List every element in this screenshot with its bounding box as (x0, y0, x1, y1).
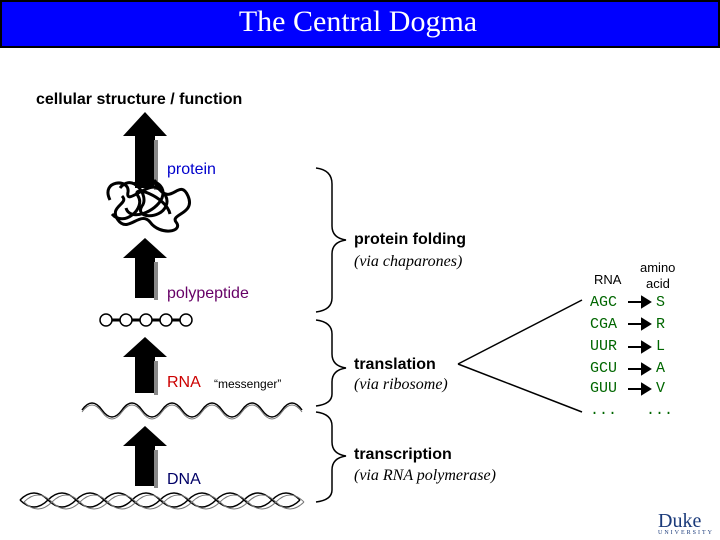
duke-logo-sub: UNIVERSITY (658, 530, 714, 536)
code-amino-header-1: amino (640, 260, 676, 275)
brace-shapes (315, 167, 347, 503)
code-amino-header-2: acid (646, 276, 670, 291)
codon: UUR (590, 338, 618, 355)
amino-acid: S (656, 294, 666, 311)
label-polypeptide: polypeptide (167, 285, 249, 302)
amino-acid: R (656, 316, 666, 333)
label-dna: DNA (167, 471, 201, 488)
amino-acid: V (656, 380, 666, 397)
label-messenger: “messenger” (214, 377, 282, 391)
up-arrow-icon (123, 426, 167, 488)
process-transcription-via: (via RNA polymerase) (354, 467, 496, 484)
amino-acid: L (656, 338, 666, 355)
codon: ... (590, 402, 618, 419)
process-transcription: transcription (354, 446, 452, 463)
up-arrow-icon (123, 238, 167, 300)
label-rna: RNA (167, 374, 201, 391)
codon: AGC (590, 294, 618, 311)
up-arrow-icon (123, 337, 167, 395)
slide-title: The Central Dogma (238, 5, 478, 38)
amino-acid: ... (646, 402, 674, 419)
process-folding: protein folding (354, 231, 466, 248)
codon: GCU (590, 360, 618, 377)
codon: CGA (590, 316, 618, 333)
codon: GUU (590, 380, 618, 397)
title-bar (0, 0, 720, 48)
label-protein: protein (167, 161, 216, 178)
process-translation: translation (354, 356, 436, 373)
polypeptide-chain-icon (99, 313, 193, 327)
process-translation-via: (via ribosome) (354, 376, 448, 393)
dna-helix-icon (19, 492, 305, 510)
up-arrow-icon (123, 112, 167, 190)
code-rna-header: RNA (594, 272, 622, 287)
duke-logo: Duke (658, 510, 702, 532)
amino-acid: A (656, 360, 666, 377)
translation-connector-lines (457, 299, 583, 413)
rna-strand-icon (81, 402, 303, 420)
codon-arrow-icons (628, 295, 652, 396)
label-cellular-function: cellular structure / function (36, 91, 243, 108)
process-folding-via: (via chaparones) (354, 253, 463, 270)
protein-blob-icon (106, 178, 192, 233)
